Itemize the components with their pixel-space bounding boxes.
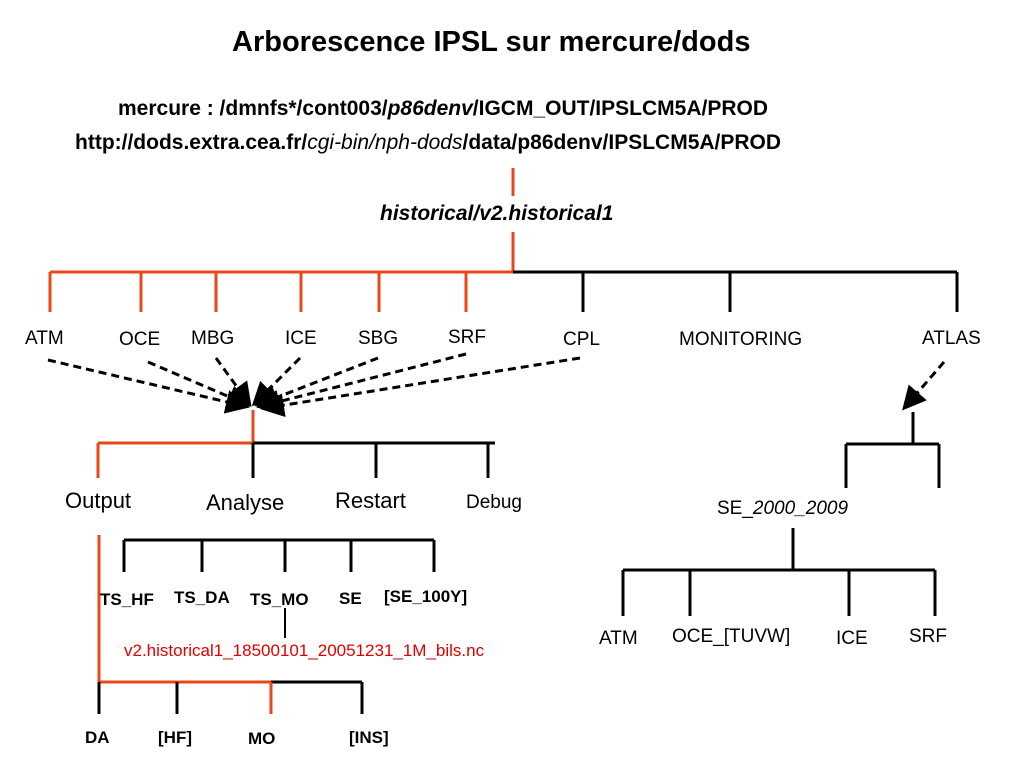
subdir-output: Output: [65, 488, 132, 513]
analyse-se: SE: [339, 589, 362, 608]
atlas-period-value: 2000_2009: [752, 498, 849, 519]
page-title: Arborescence IPSL sur mercure/dods: [232, 26, 751, 58]
atlas-item-atm: ATM: [599, 628, 638, 649]
output-ins: [INS]: [349, 728, 389, 747]
mercure-prefix: mercure : /dmnfs*/cont003/: [118, 97, 388, 120]
component-cpl: CPL: [563, 329, 600, 350]
dods-path: http://dods.extra.cea.fr/cgi-bin/nph-dod…: [75, 132, 781, 153]
component-monitoring: MONITORING: [679, 329, 803, 350]
mercure-suffix: /IGCM_OUT/IPSLCM5A/PROD: [472, 97, 768, 120]
atlas-item-srf: SRF: [909, 626, 947, 647]
component-srf: SRF: [448, 327, 486, 348]
component-oce: OCE: [119, 329, 161, 350]
component-atm: ATM: [25, 328, 64, 349]
component-ice: ICE: [285, 328, 317, 349]
mercure-user: p86denv: [387, 97, 473, 120]
example-file: v2.historical1_18500101_20051231_1M_bils…: [124, 641, 485, 660]
subdir-debug: Debug: [466, 492, 522, 513]
mercure-path: mercure : /dmnfs*/cont003/p86denv/IGCM_O…: [118, 98, 768, 119]
analyse-ts-hf: TS_HF: [100, 590, 154, 609]
experiment-label: historical/v2.historical1: [380, 202, 614, 225]
subdir-analyse: Analyse: [206, 490, 285, 515]
component-sbg: SBG: [358, 328, 399, 349]
atlas-item-oce: OCE_[TUVW]: [672, 626, 791, 647]
analyse-ts-da: TS_DA: [174, 588, 230, 607]
dashed-arrows: [47, 352, 946, 418]
dods-cgi: cgi-bin/nph-dods: [307, 131, 463, 154]
output-mo: MO: [248, 729, 276, 748]
dods-suffix: /data/p86denv/IPSLCM5A/PROD: [462, 131, 782, 154]
atlas-period-prefix: SE_: [717, 498, 753, 519]
atlas-period: SE_2000_2009: [717, 499, 848, 518]
atlas-item-ice: ICE: [836, 628, 868, 649]
analyse-se-100y: [SE_100Y]: [384, 587, 468, 606]
subdir-restart: Restart: [335, 488, 406, 513]
component-mbg: MBG: [191, 328, 235, 349]
output-hf: [HF]: [158, 728, 192, 747]
dods-prefix: http://dods.extra.cea.fr/: [75, 131, 308, 154]
output-da: DA: [85, 728, 110, 747]
analyse-ts-mo: TS_MO: [250, 590, 309, 609]
component-atlas: ATLAS: [922, 328, 981, 349]
